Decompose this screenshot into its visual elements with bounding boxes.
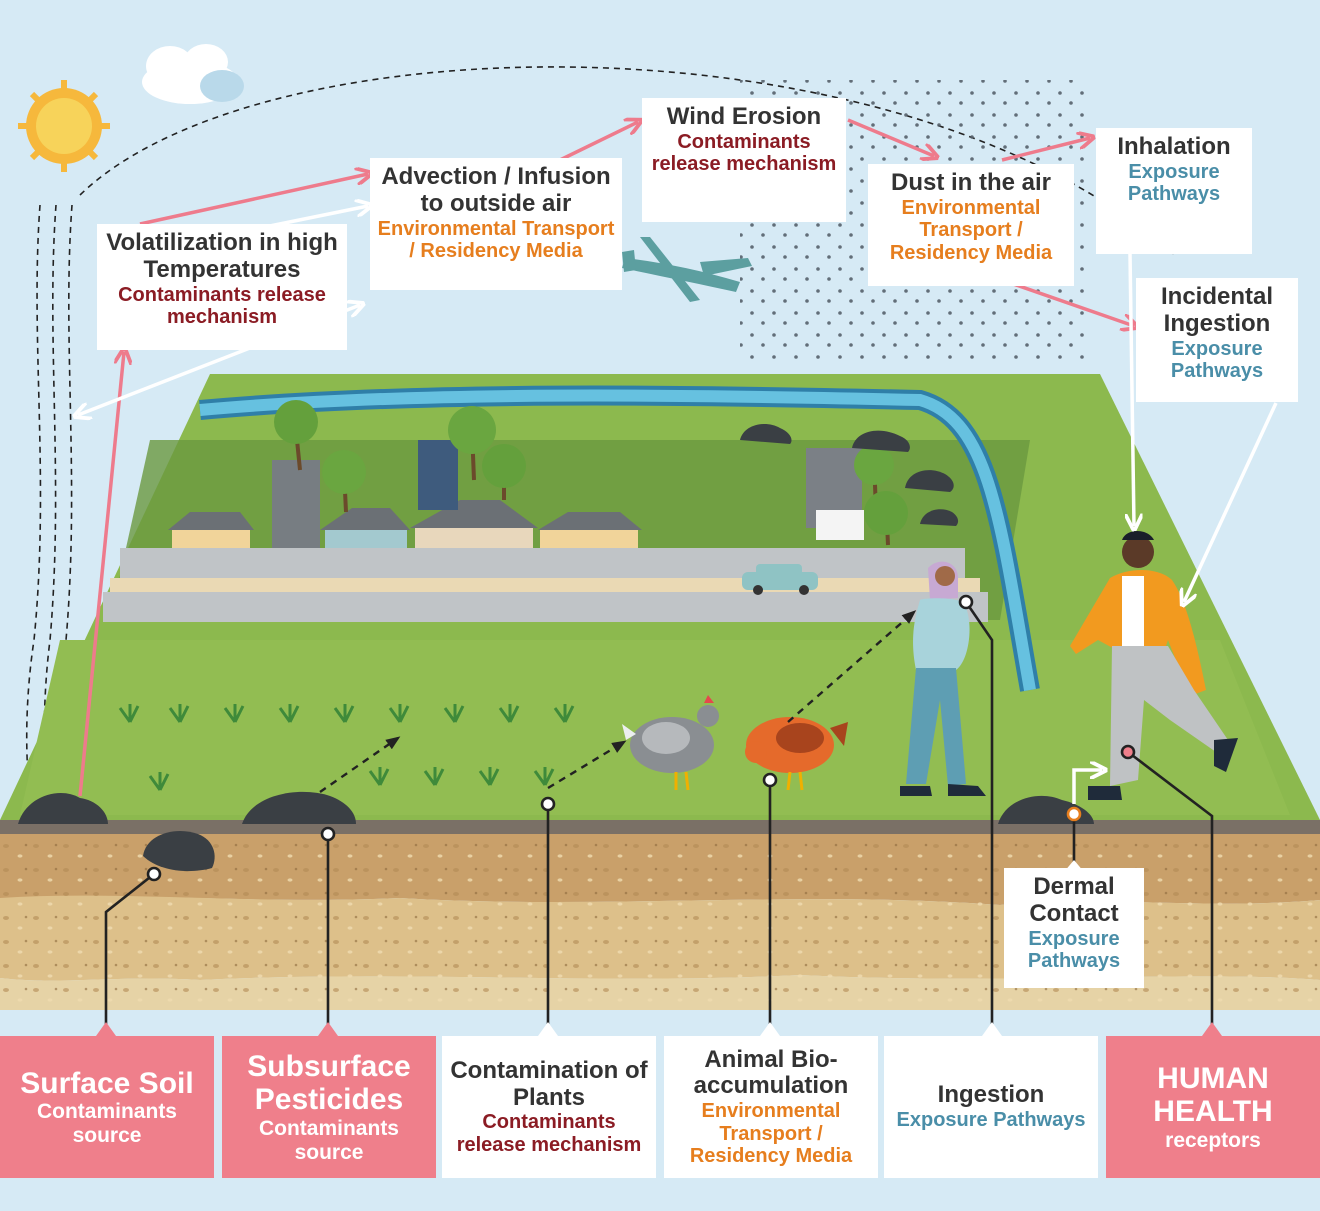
houses <box>168 440 864 552</box>
volatilization-title: Volatilization in high Temperatures <box>106 229 338 283</box>
wind-erosion-label: Wind Erosion Contaminants release mechan… <box>642 98 846 222</box>
incidental-ingestion-label: Incidental Ingestion Exposure Pathways <box>1136 278 1298 402</box>
wall <box>120 548 965 578</box>
dust-subtitle: Environmental Transport / Residency Medi… <box>889 196 1053 264</box>
ingestion-box: Ingestion Exposure Pathways <box>884 1036 1098 1178</box>
contamination-of-plants-title: Contamination of Plants <box>450 1056 648 1111</box>
leader-line-nodes <box>146 594 1136 882</box>
wind-erosion-title: Wind Erosion <box>666 103 822 130</box>
inhalation-subtitle: Exposure Pathways <box>1127 160 1221 206</box>
animal-bioaccumulation-subtitle: Environmental Transport / Residency Medi… <box>689 1100 853 1168</box>
incidental-ingestion-title: Incidental Ingestion <box>1160 283 1274 337</box>
crop-plants <box>118 704 575 791</box>
inhalation-title: Inhalation <box>1117 133 1231 160</box>
ingestion-title: Ingestion <box>937 1081 1045 1109</box>
dust-label: Dust in the air Environmental Transport … <box>868 164 1074 286</box>
surface-soil-subtitle: Contaminants source <box>36 1100 177 1147</box>
subsurface-pesticides-subtitle: Contaminants source <box>258 1117 399 1164</box>
volatilization-subtitle: Contaminants release mechanism <box>118 283 326 329</box>
advection-subtitle: Environmental Transport / Residency Medi… <box>377 217 615 263</box>
surface-soil-box: Surface Soil Contaminants source <box>0 1036 214 1178</box>
subsurface-pesticides-box: Subsurface Pesticides Contaminants sourc… <box>222 1036 436 1178</box>
incidental-ingestion-subtitle: Exposure Pathways <box>1170 337 1264 383</box>
wind-erosion-subtitle: Contaminants release mechanism <box>651 130 837 176</box>
contamination-of-plants-subtitle: Contaminants release mechanism <box>456 1111 642 1156</box>
chicken-icon <box>622 695 719 791</box>
dermal-contact-title: Dermal Contact <box>1029 873 1119 927</box>
dust-title: Dust in the air <box>890 169 1052 196</box>
bioaccumulation-arrows <box>319 610 917 793</box>
sun-icon <box>18 80 110 172</box>
animal-bioaccumulation-box: Animal Bio-accumulation Environmental Tr… <box>664 1036 878 1178</box>
airplane-icon <box>622 237 752 302</box>
inhalation-label: Inhalation Exposure Pathways <box>1096 128 1252 254</box>
box-pointers <box>96 860 1222 1036</box>
cloud-icon <box>142 44 244 104</box>
dermal-contact-label: Dermal Contact Exposure Pathways <box>1004 868 1144 988</box>
exposure-arrows <box>78 206 1278 804</box>
contamination-of-plants-box: Contamination of Plants Contaminants rel… <box>442 1036 656 1178</box>
surface-soil-title: Surface Soil <box>20 1066 194 1100</box>
ingestion-subtitle: Exposure Pathways <box>896 1109 1086 1132</box>
advection-title: Advection / Infusion to outside air <box>381 163 611 217</box>
transport-arrows <box>78 120 1134 797</box>
animal-bioaccumulation-title: Animal Bio-accumulation <box>693 1045 849 1100</box>
dermal-contact-subtitle: Exposure Pathways <box>1027 927 1121 973</box>
advection-label: Advection / Infusion to outside air Envi… <box>370 158 622 290</box>
human-health-title: HUMAN HEALTH <box>1153 1061 1273 1129</box>
walking-man-figure <box>1070 531 1238 800</box>
leader-lines <box>104 601 1214 1030</box>
trees <box>274 400 908 546</box>
volatilization-label: Volatilization in high Temperatures Cont… <box>97 224 347 350</box>
contaminated-soil-piles <box>18 424 1094 872</box>
hen-icon <box>745 717 848 791</box>
subsurface-pesticides-title: Subsurface Pesticides <box>247 1049 411 1117</box>
car <box>742 564 818 595</box>
human-health-subtitle: receptors <box>1165 1128 1261 1152</box>
human-health-box: HUMAN HEALTH receptors <box>1106 1036 1320 1178</box>
pregnant-woman-figure <box>900 561 986 796</box>
